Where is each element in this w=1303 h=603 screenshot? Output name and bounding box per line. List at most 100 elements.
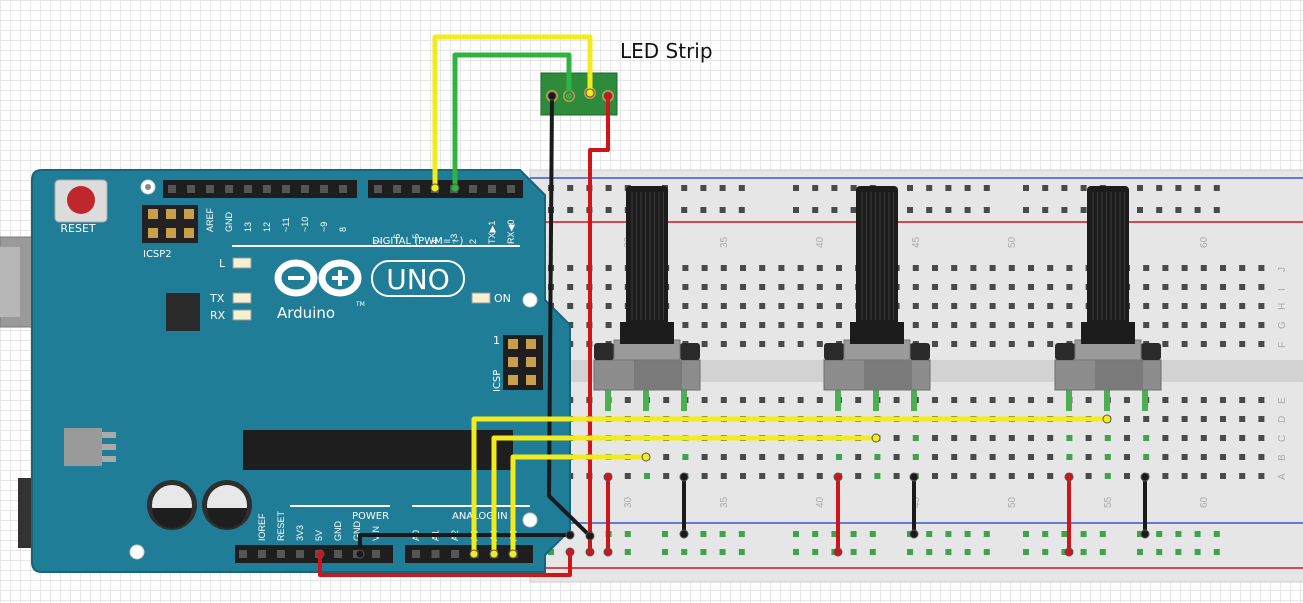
breadboard-hole	[759, 341, 766, 347]
led-rx	[232, 309, 252, 321]
potentiometer-leg	[911, 385, 917, 411]
potentiometer-nut	[620, 322, 674, 344]
breadboard-hole	[970, 341, 977, 347]
breadboard-hole	[951, 454, 958, 460]
header-pin	[148, 228, 158, 238]
header-pin	[244, 185, 252, 193]
rail-hole	[1194, 207, 1201, 213]
digital-pin-label: 8	[338, 227, 348, 232]
rail-hole	[812, 207, 819, 213]
wire-red-5v[interactable]	[318, 550, 572, 577]
column-number: 50	[1007, 496, 1018, 508]
breadboard-hole	[740, 265, 746, 271]
rail-hole	[1156, 207, 1163, 213]
header-pin	[339, 185, 347, 193]
breadboard-hole	[1008, 473, 1015, 479]
wire-end	[679, 529, 689, 539]
rail-hole	[1213, 207, 1220, 213]
breadboard-hole	[1200, 416, 1207, 422]
breadboard-hole	[970, 397, 977, 403]
breadboard-hole	[759, 303, 766, 309]
header-pin	[412, 185, 420, 193]
capacitor	[147, 480, 197, 530]
wire-end	[1064, 472, 1074, 482]
wire-end	[1102, 414, 1112, 424]
potentiometer-tab	[910, 343, 930, 360]
breadboard-hole	[1085, 473, 1092, 479]
wire-red-led-vcc[interactable]	[588, 94, 610, 554]
potentiometer[interactable]	[823, 186, 931, 411]
rail-hole	[1175, 549, 1182, 555]
breadboard-hole	[1047, 303, 1054, 309]
potentiometer[interactable]	[593, 186, 701, 411]
column-number: 30	[623, 496, 634, 508]
mounting-hole	[522, 512, 538, 528]
breadboard-hole	[951, 435, 958, 441]
wire-yellow-a2[interactable]	[510, 454, 649, 557]
breadboard-hole	[1162, 265, 1169, 271]
breadboard-hole	[932, 435, 938, 441]
rail-hole	[907, 185, 913, 191]
header-pin	[258, 550, 266, 558]
wire-end	[909, 529, 919, 539]
breadboard-hole	[1239, 397, 1246, 403]
breadboard-hole	[1085, 397, 1092, 403]
breadboard-hole	[1200, 454, 1207, 460]
breadboard-hole	[1239, 416, 1246, 422]
header-pin	[184, 209, 194, 219]
header-pin	[374, 185, 382, 193]
rail-hole	[662, 549, 668, 555]
wire-green-clock[interactable]	[452, 52, 572, 191]
breadboard-hole	[1181, 284, 1188, 290]
potentiometer[interactable]	[1054, 186, 1162, 411]
column-number: 35	[719, 496, 730, 508]
breadboard-hole	[1181, 473, 1188, 479]
breadboard-hole	[682, 322, 689, 328]
wire-end	[565, 547, 575, 557]
breadboard-hole	[663, 454, 670, 460]
wire-end	[585, 88, 595, 98]
digital-pin-label: ~11	[281, 217, 291, 232]
mounting-hole	[522, 292, 538, 308]
header-pin	[225, 185, 233, 193]
digital-pin-label: 12	[262, 222, 272, 232]
breadboard-hole	[970, 473, 977, 479]
digital-label: DIGITAL (PWM=~)	[372, 236, 463, 247]
reset-button-cap[interactable]	[67, 186, 95, 214]
rail-hole	[624, 549, 631, 555]
potentiometer-leg	[681, 385, 687, 411]
wire-end	[871, 433, 881, 443]
infinity-logo-icon	[274, 259, 362, 297]
breadboard-hole	[701, 284, 708, 290]
breadboard-hole	[1239, 473, 1246, 479]
breadboard-hole	[797, 265, 804, 271]
rail-hole	[850, 549, 857, 555]
rail-hole	[1099, 549, 1106, 555]
rail-hole	[869, 531, 876, 537]
breadboard-hole	[1239, 454, 1246, 460]
rail-hole	[719, 531, 726, 537]
breadboard-hole	[932, 454, 938, 460]
wire-black-gnd[interactable]	[358, 533, 572, 556]
breadboard-hole	[989, 284, 996, 290]
breadboard-hole	[874, 454, 881, 460]
breadboard-hole	[778, 397, 785, 403]
breadboard-hole	[912, 284, 919, 290]
breadboard-hole	[720, 265, 727, 271]
header-pin	[507, 185, 515, 193]
wire-yellow-a0[interactable]	[471, 416, 1110, 557]
wire-black-led-gnd[interactable]	[547, 94, 592, 538]
rail-hole	[983, 549, 990, 555]
breadboard-hole	[836, 265, 842, 271]
wire-yellow-a1[interactable]	[491, 435, 879, 557]
breadboard-hole	[740, 397, 746, 403]
rail-hole	[1175, 185, 1182, 191]
breadboard-hole	[1181, 397, 1188, 403]
breadboard-hole	[1008, 397, 1015, 403]
power-pin-label: IOREF	[257, 513, 267, 541]
rail-hole	[1042, 549, 1049, 555]
wire-yellow-data[interactable]	[432, 34, 593, 191]
breadboard-hole	[624, 473, 631, 479]
header-pin	[148, 209, 158, 219]
breadboard-hole	[893, 397, 900, 403]
